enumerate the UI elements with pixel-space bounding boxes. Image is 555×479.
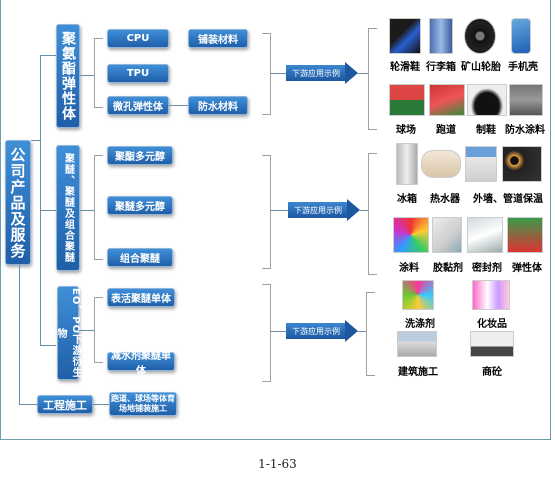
arrow-label: 下游应用示例: [286, 323, 346, 339]
detergent-image: [402, 280, 434, 310]
sub-tpu: TPU: [107, 64, 169, 83]
group3-label-3: 商砼: [482, 367, 502, 378]
sub-combined-polyether: 组合聚醚: [107, 248, 173, 267]
group1-downstream-arrow: 下游应用示例: [286, 62, 358, 84]
group3-pics-bracket: [366, 292, 375, 376]
group1-arrow-link: [270, 73, 286, 74]
sub-waterproof-material: 防水材料: [188, 96, 248, 115]
waterproof-coating-image: [509, 84, 543, 116]
sealant-image: [467, 217, 503, 253]
root-to-engineering-line: [19, 404, 37, 405]
arrow-head: [345, 320, 358, 342]
luggage-image: [429, 18, 453, 54]
diagram-frame: [0, 0, 551, 440]
group2-arrow-link: [270, 210, 288, 211]
group1-label-0: 轮滑鞋: [390, 62, 420, 73]
elastomer-image: [507, 217, 543, 253]
root-node: 公司产品及服务: [5, 140, 31, 265]
category-polyol: 聚醚、聚醚及组合聚醚: [56, 145, 80, 271]
group3-label-1: 化妆品: [477, 319, 507, 330]
adhesive-image: [432, 217, 462, 253]
running-track-image: [429, 84, 465, 116]
paint-image: [393, 217, 429, 253]
group3-right-bracket: [262, 284, 271, 382]
arrow-head: [345, 62, 358, 84]
rollerskate-image: [389, 18, 421, 54]
category-trunk-line: [40, 55, 41, 345]
group2-downstream-arrow: 下游应用示例: [288, 199, 360, 221]
category-eo-po-derivatives: EO、PO下游衍生物: [55, 286, 81, 380]
group3-downstream-arrow: 下游应用示例: [286, 320, 358, 342]
group2-label-0: 冰箱: [397, 194, 417, 205]
group2-label-1: 热水器: [430, 194, 460, 205]
sub-reducer-monomer: 减水剂聚醚单体: [107, 351, 175, 377]
group2-label-4: 胶黏剂: [433, 263, 463, 274]
sub-engineering-detail: 跑道、球场等体育场地铺装施工: [109, 392, 177, 416]
group1-label-7: 防水涂料: [505, 125, 545, 136]
group3-left-bracket: [94, 297, 103, 363]
group1-arrow-tail: [358, 73, 368, 74]
root-branch-top: [31, 140, 41, 141]
sub-surfactant-monomer: 表活聚醚单体: [107, 288, 175, 307]
to-cat1-line: [40, 55, 56, 56]
group2-right-bracket: [262, 155, 271, 269]
micro-to-waterproof-line: [169, 105, 188, 106]
sub-polyester-polyol: 聚酯多元醇: [107, 146, 173, 165]
group1-label-1: 行李箱: [426, 62, 456, 73]
group3-arrow-tail: [358, 331, 366, 332]
group1-right-bracket: [262, 33, 271, 115]
group3-arrow-link: [270, 331, 286, 332]
sub-micro-elastomer: 微孔弹性体: [107, 96, 169, 115]
group2-label-3: 涂料: [399, 263, 419, 274]
building-wall-image: [465, 146, 497, 182]
pipe-insulation-image: [502, 146, 542, 182]
sub-polyether-polyol: 聚醚多元醇: [107, 196, 173, 215]
concrete-truck-image: [470, 331, 514, 357]
group3-label-2: 建筑施工: [398, 367, 438, 378]
group2-label-5: 密封剂: [472, 263, 502, 274]
phone-case-image: [511, 18, 531, 54]
arrow-label: 下游应用示例: [286, 65, 346, 81]
group2-label-6: 弹性体: [512, 263, 542, 274]
category-pu-elastomer: 聚氨酯弹性体: [56, 24, 80, 128]
group1-pics-bracket: [368, 28, 377, 130]
cosmetics-image: [472, 280, 510, 310]
root-trunk-line: [19, 265, 20, 405]
group1-label-2: 矿山轮胎: [461, 62, 501, 73]
group1-label-5: 跑道: [436, 125, 456, 136]
group2-left-bracket: [94, 155, 103, 260]
water-heater-image: [421, 150, 461, 178]
page-caption: 1-1-63: [258, 457, 297, 471]
group1-label-4: 球场: [396, 125, 416, 136]
group2-label-2: 外墙、管道保温: [473, 194, 543, 205]
category-engineering: 工程施工: [37, 395, 93, 414]
group2-pics-bracket: [368, 153, 377, 275]
cat3-to-subs-line: [79, 330, 94, 331]
group1-label-3: 手机壳: [508, 62, 538, 73]
to-cat3-line: [40, 345, 56, 346]
cat1-to-subs-line: [80, 75, 94, 76]
group1-label-6: 制鞋: [476, 125, 496, 136]
engineering-link-line: [93, 404, 109, 405]
group3-label-0: 洗涤剂: [405, 319, 435, 330]
mining-tire-image: [464, 18, 496, 54]
cat2-to-subs-line: [80, 210, 94, 211]
sub-paving-material: 铺装材料: [188, 29, 248, 48]
sub-cpu: CPU: [107, 29, 169, 48]
shoe-image: [467, 84, 507, 116]
group2-arrow-tail: [360, 210, 368, 211]
court-image: [389, 84, 425, 116]
fridge-image: [396, 143, 418, 185]
to-cat2-line: [40, 210, 56, 211]
group1-left-bracket: [94, 38, 103, 108]
arrow-head: [347, 199, 360, 221]
arrow-label: 下游应用示例: [288, 202, 348, 218]
construction-image: [397, 331, 437, 357]
